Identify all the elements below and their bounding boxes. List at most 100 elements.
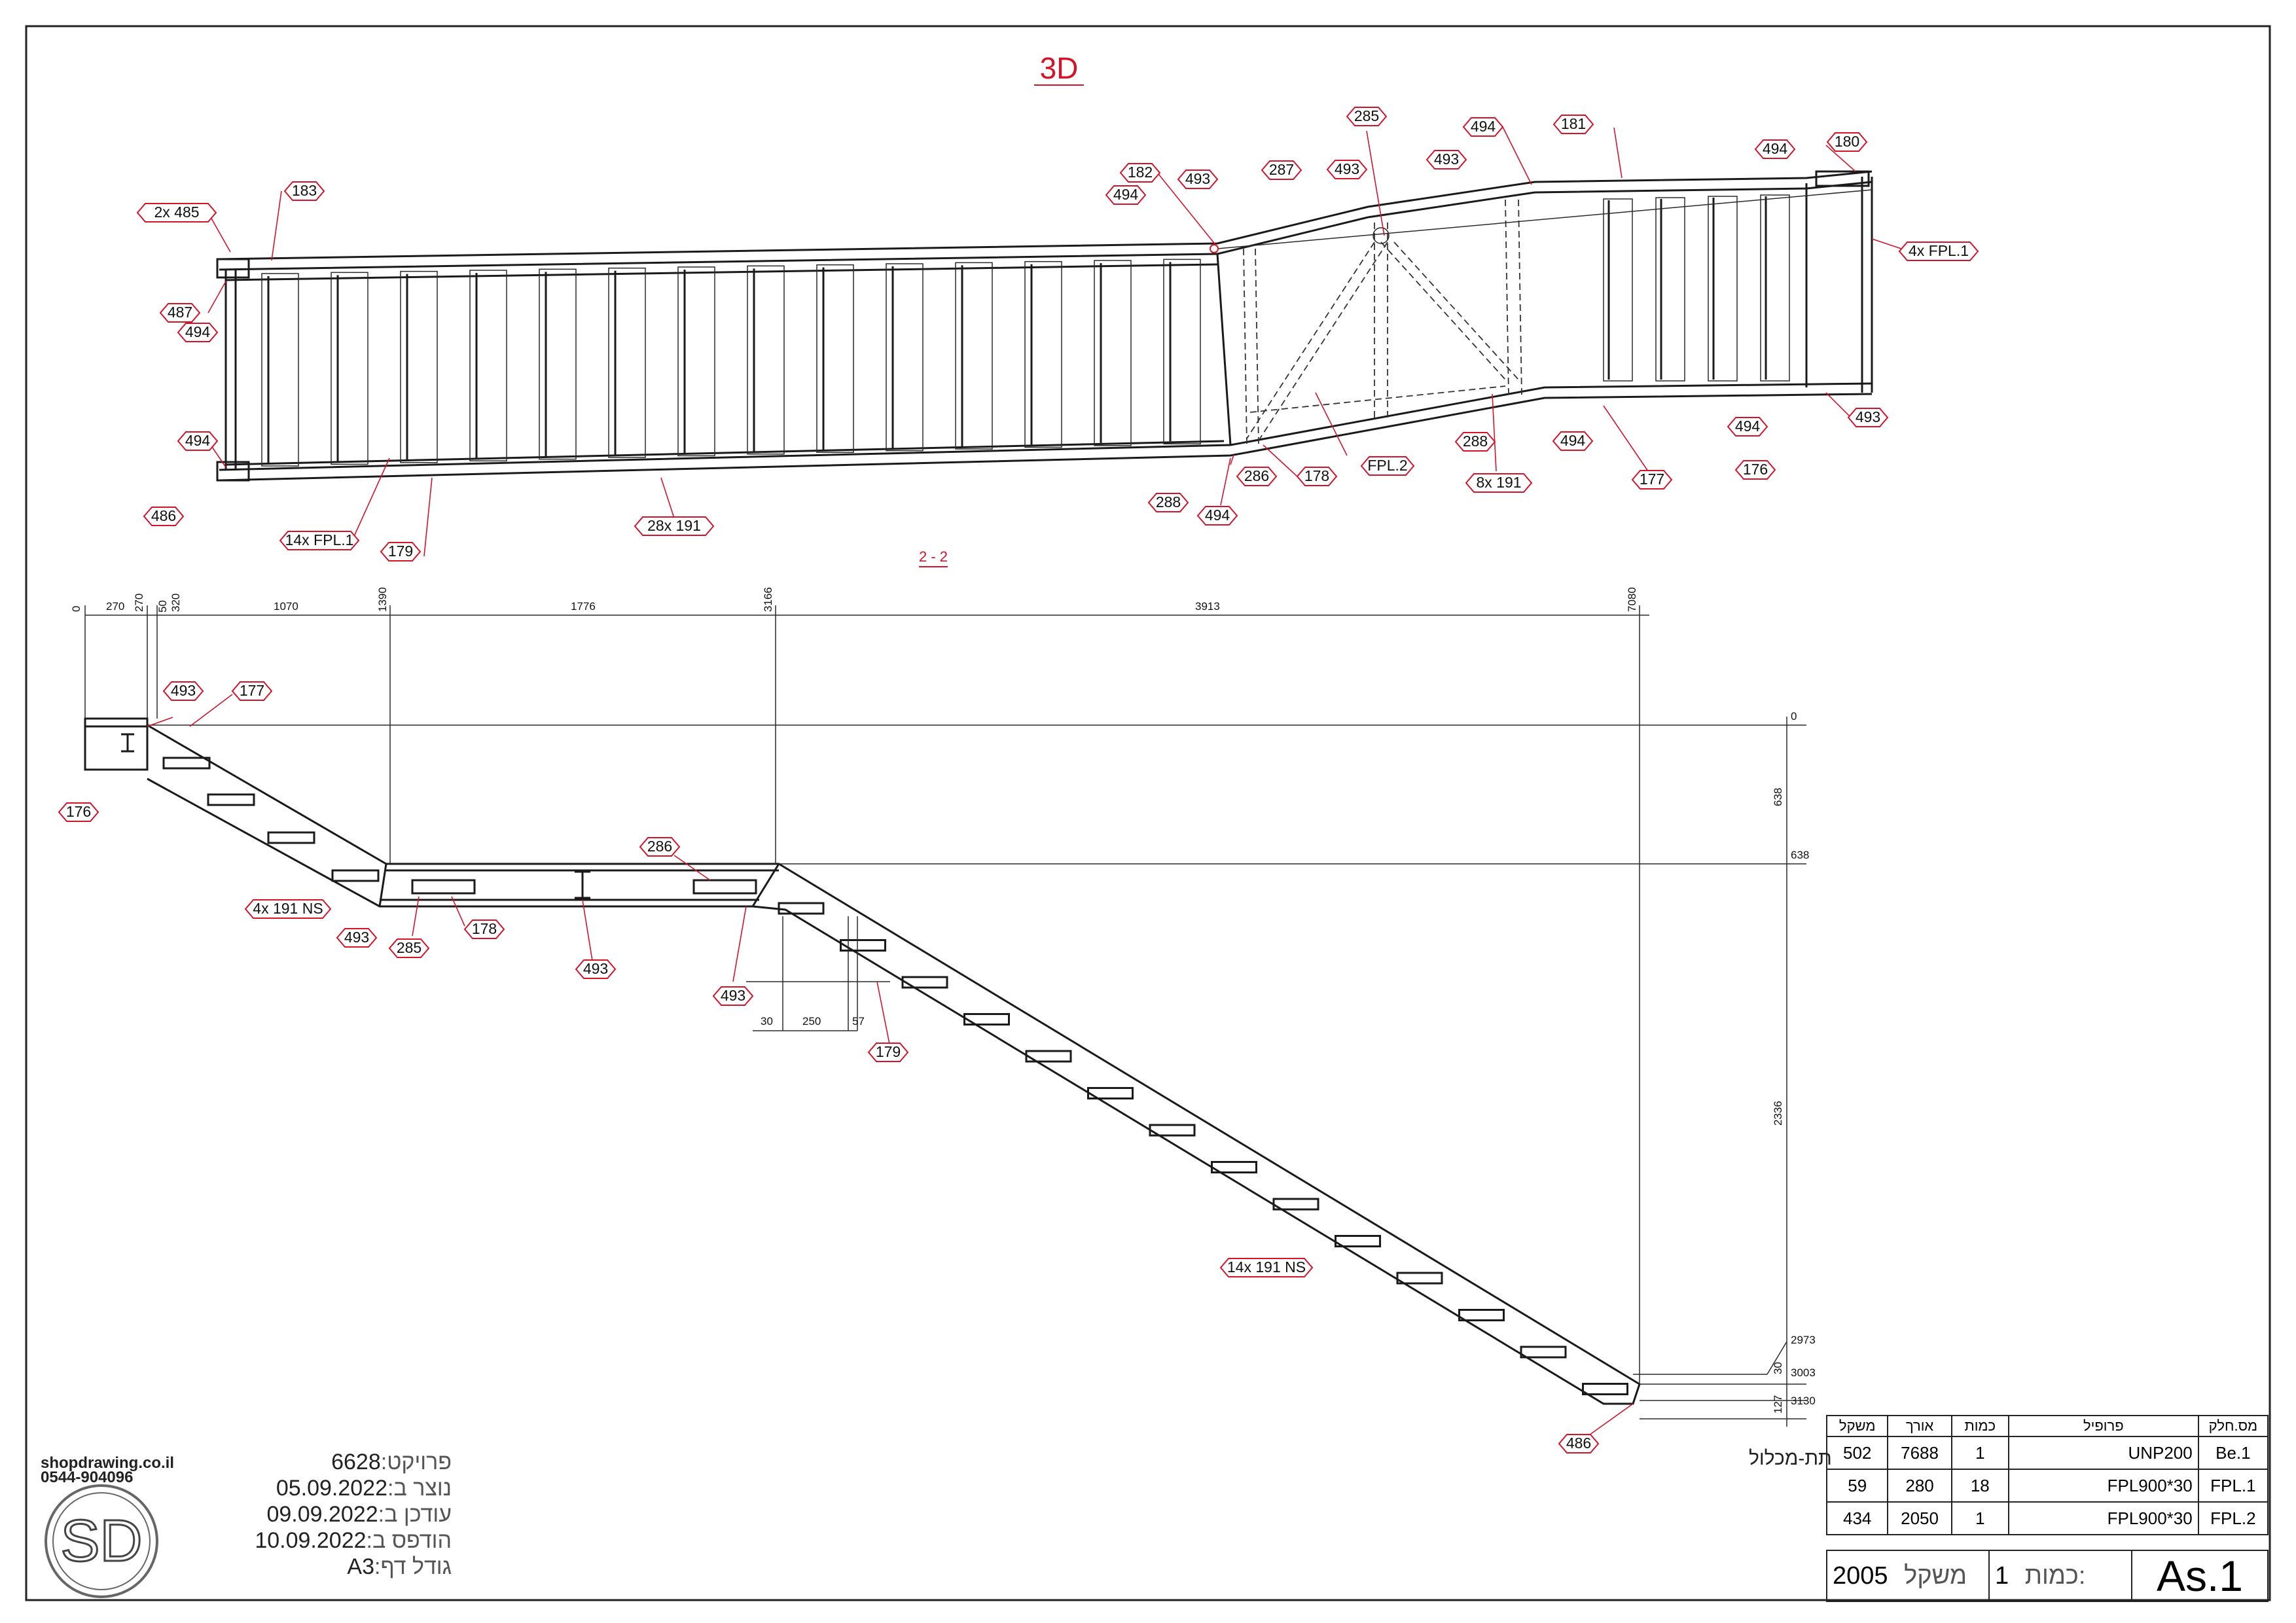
callout-3d-tag-frame [1465,473,1533,493]
section-step [1272,1198,1319,1211]
callout-3d-tag-frame [1462,117,1504,137]
callout-3d-tag-frame [1147,493,1189,512]
quantity-label: כמות: [2024,1561,2086,1590]
elev-0: 0 [1791,710,1797,722]
paper-value: A3 [347,1554,375,1579]
callout-3d-tag-label: 493 [1335,160,1359,177]
callout-section-tag-frame [336,928,378,948]
callout-section-tag-label: 493 [171,682,196,699]
callout-3d-tag: 287 [1261,160,1302,180]
tread-plate [677,266,715,457]
row-profile: FPL900*30 [2007,1469,2199,1503]
parts-table: משקל אורך כמות פרופיל מס.חלק 502 7688 1 … [1825,1415,2269,1535]
tread-plate [608,267,646,458]
callout-3d-tag-frame [1847,408,1889,427]
callout-3d-tag-label: 14x FPL.1 [285,531,354,548]
callout-section-tag: 179 [867,1043,909,1062]
callout-section-tag: 286 [639,837,681,857]
callout-section-tag-frame [639,837,681,857]
callout-3d-tag-label: 178 [1304,467,1329,484]
tread-plate [1163,259,1201,444]
step-dim-2: 57 [852,1015,865,1027]
tread-plate [747,265,785,455]
callout-section-tag-label: 178 [472,920,497,937]
callout-3d-tag: 180 [1826,132,1868,152]
callout-3d-tag-label: 183 [292,182,317,199]
table-row: 59 280 18 FPL900*30 FPL.1 [1825,1469,2269,1503]
callout-3d-tag-label: 8x 191 [1476,474,1521,491]
callout-3d-tag: 487 [159,303,201,323]
dim-top-seg-0: 270 [106,600,124,613]
callout-section-tag: 178 [463,919,505,939]
dimension-labels: 0 270 320 1390 3166 7080 270 50 1070 177… [70,587,1816,1414]
elev-3: 3003 [1791,1366,1816,1379]
callout-section-tag-label: 493 [721,987,745,1004]
callout-3d-tag-label: 182 [1128,164,1153,181]
row-weight: 434 [1825,1501,1889,1535]
callout-3d-tag-frame [1898,241,1979,261]
callout-section-tag-frame [58,802,99,822]
callout-3d-tag-label: 286 [1244,467,1269,484]
callout-3d-tag-label: 493 [1185,170,1210,187]
callout-3d-tag: 177 [1631,470,1673,490]
dim-top-cum-1: 270 [133,594,145,612]
table-row: 502 7688 1 UNP200 Be.1 [1825,1436,2269,1470]
callout-3d-tag-label: 179 [388,543,413,560]
dim-top-cum-5: 7080 [1626,587,1638,612]
callout-section-tag: 486 [1558,1434,1600,1454]
callout-3d-tag-label: 181 [1561,115,1586,132]
updated-value: 09.09.2022 [266,1502,378,1527]
callout-3d-tag: 288 [1454,432,1496,452]
printed-row: 10.09.2022:הודפס ב [203,1527,452,1554]
callout-3d-tag-label: 494 [1763,140,1788,157]
printed-label: :הודפס ב [366,1528,452,1553]
section-step [207,793,255,806]
callout-section-tag-label: 176 [66,803,91,820]
callout-3d-tag-label: 285 [1354,107,1379,124]
callout-3d-tag-frame [1296,467,1338,486]
callout-section-tag: 493 [336,928,378,948]
project-value: 6628 [331,1450,381,1474]
callout-3d-tag-frame [279,531,360,550]
row-qty: 18 [1950,1469,2009,1503]
paper-label: :גודל דף [374,1554,452,1579]
callout-leader-lines [147,126,1912,1437]
section-step [1582,1383,1628,1395]
callout-3d-tag-label: 288 [1463,433,1488,450]
section-step [1087,1087,1134,1099]
updated-label: :עודכן ב [378,1502,452,1527]
tread-plate [539,268,577,460]
dim-top-cum-4: 3166 [762,587,774,612]
row-weight: 502 [1825,1436,1889,1470]
assembly-id: As.1 [2131,1550,2269,1602]
table-row: 434 2050 1 FPL900*30 FPL.2 [1825,1501,2269,1535]
callout-3d-tag-frame [1734,460,1776,480]
callout-section-tag: 177 [231,681,273,701]
section-step [162,757,211,770]
callout-section-tag-label: 285 [397,939,422,956]
callout-3d-tag: 494 [1462,117,1504,137]
callout-section-tag: 493 [712,986,754,1006]
updated-row: 09.09.2022:עודכן ב [203,1501,452,1527]
tread-plate [1024,260,1062,448]
tread-plate [1094,260,1132,446]
row-part: FPL.2 [2197,1501,2269,1535]
callout-3d-tag-frame [1631,470,1673,490]
callout-3d-tag: FPL.2 [1360,456,1415,476]
tread-plate [955,262,993,450]
total-weight-label: משקל [1904,1561,1967,1590]
callout-3d-tag: 181 [1552,115,1594,134]
callout-section-tag: 285 [388,938,430,958]
section-step [1520,1346,1567,1359]
callout-section-tag-frame [388,938,430,958]
stair-3d-view [216,170,1873,482]
callout-section-tag-frame [712,986,754,1006]
elev-1: 638 [1791,849,1809,861]
callout-3d-tag-frame [1326,160,1368,179]
vdim-1: 2336 [1772,1101,1784,1126]
callout-3d-tag-frame [1261,160,1302,180]
total-weight-value: 2005 [1833,1561,1888,1590]
callout-3d-tag: 494 [1754,139,1796,159]
stair-treads-left [261,259,1201,467]
